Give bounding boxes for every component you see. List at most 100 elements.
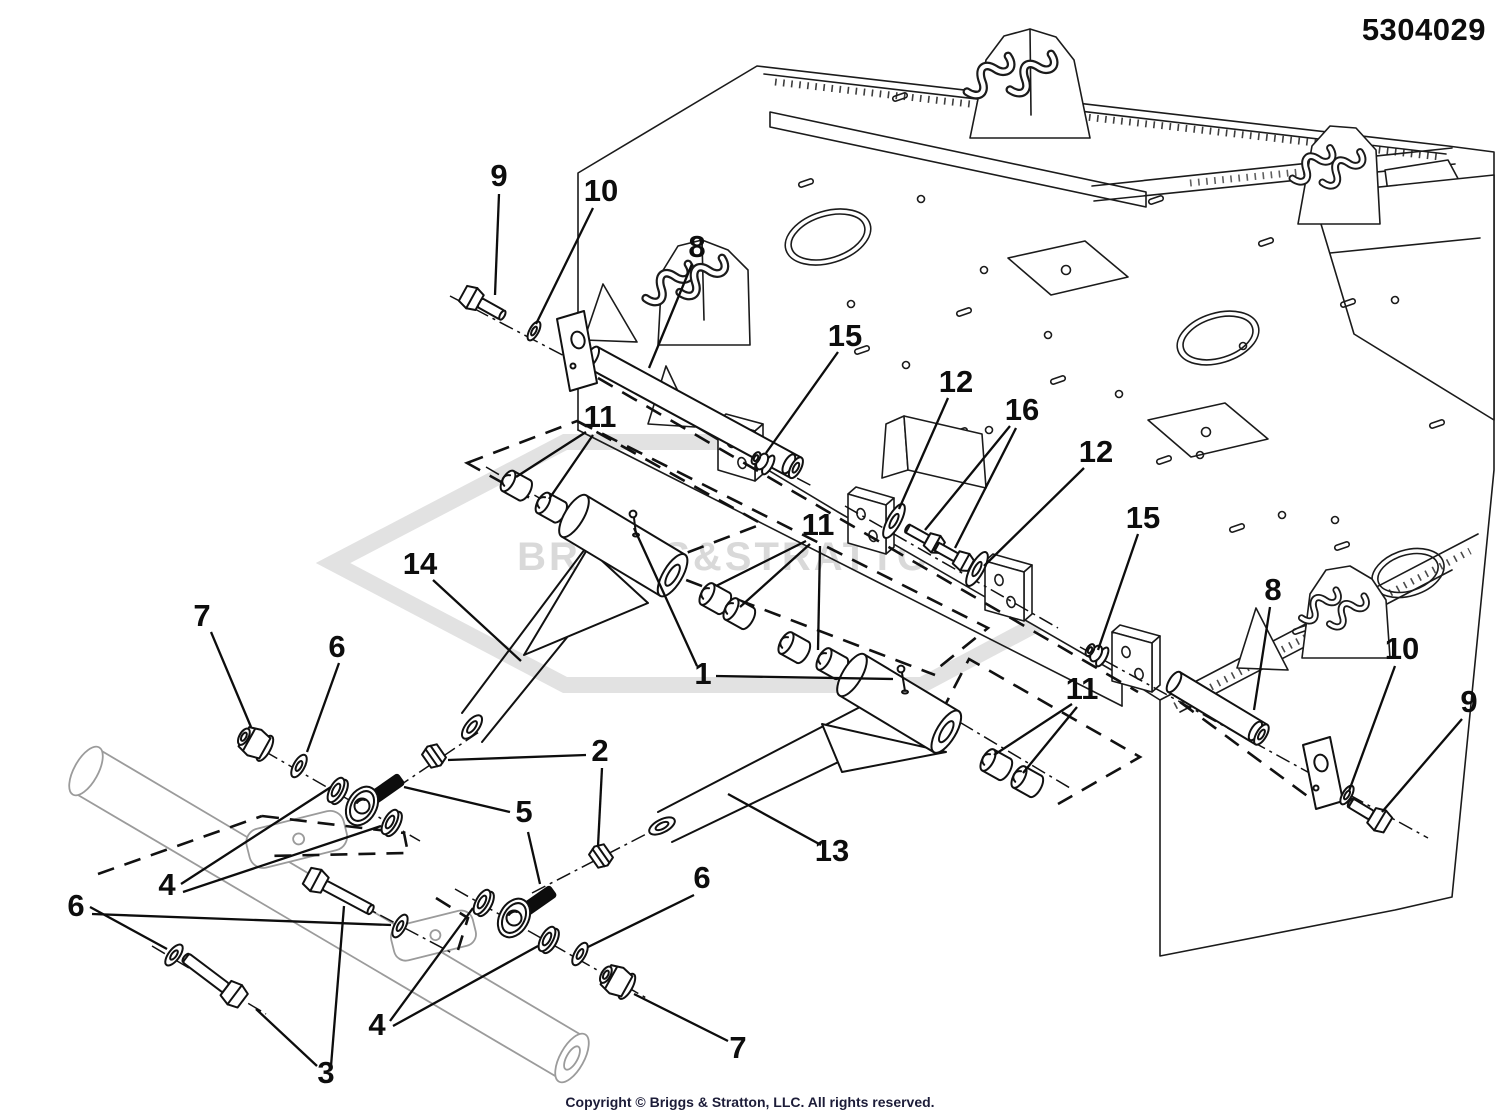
- washer-6: [571, 941, 589, 967]
- callout-label-13: 13: [815, 833, 849, 868]
- hanger-bracket: [1297, 565, 1391, 659]
- flange-locknut-15: [750, 451, 776, 476]
- callout-label-11: 11: [802, 507, 835, 542]
- rod-end-5: [496, 885, 557, 939]
- callout-leader: [432, 579, 522, 662]
- hanger-bracket: [1288, 125, 1381, 225]
- tube-bracket-tab: [389, 909, 477, 962]
- callout-leader: [727, 792, 822, 847]
- callout-label-12: 12: [939, 364, 973, 399]
- washer-6: [290, 753, 308, 779]
- callout-label-4: 4: [368, 1007, 386, 1042]
- flat-washer-10: [526, 320, 542, 342]
- callout-leader: [526, 831, 542, 885]
- formed-bracket: [881, 415, 987, 489]
- callout-label-7: 7: [729, 1030, 746, 1065]
- callout-label-8: 8: [1264, 572, 1281, 607]
- callout-leader: [953, 427, 1018, 549]
- callout-leader: [983, 467, 1085, 567]
- callout-label-6: 6: [693, 860, 710, 895]
- washer-4: [472, 888, 495, 918]
- callout-leader: [534, 207, 595, 325]
- callout-leader: [403, 785, 511, 814]
- callout-label-8: 8: [688, 229, 705, 264]
- spacer-bushings-11: [499, 469, 1045, 799]
- callout-label-4: 4: [158, 867, 176, 902]
- callout-leader: [647, 263, 694, 369]
- callout-label-7: 7: [193, 598, 210, 633]
- large-washer-12: [882, 503, 906, 539]
- washer-4: [326, 776, 349, 806]
- callout-leader: [587, 893, 695, 949]
- callout-label-11: 11: [584, 399, 617, 434]
- callout-leader: [182, 824, 382, 894]
- callout-leader: [739, 543, 811, 608]
- callout-label-5: 5: [515, 794, 532, 829]
- callout-leader: [632, 527, 699, 667]
- callout-leader: [515, 431, 587, 478]
- hex-bolt-9: [457, 284, 507, 321]
- grease-fitting-1: [896, 664, 909, 695]
- callout-label-9: 9: [1460, 684, 1477, 719]
- roller-arm-14: [460, 493, 689, 743]
- callout-leader: [1347, 665, 1397, 792]
- callout-leader: [305, 662, 341, 753]
- washer-4: [537, 925, 560, 955]
- washer-6: [164, 943, 184, 967]
- callout-leader: [633, 992, 729, 1043]
- hex-bolt-3: [181, 952, 249, 1009]
- callout-leader: [1096, 533, 1140, 651]
- callout-leader: [924, 425, 1011, 531]
- rod-end-linkage-A: [164, 726, 447, 1009]
- callout-leader: [715, 539, 807, 588]
- callout-leader: [1022, 706, 1078, 774]
- callout-leader: [897, 397, 950, 510]
- callout-leader: [548, 434, 594, 500]
- callout-leader: [91, 912, 392, 927]
- cover-plate: [1007, 240, 1269, 458]
- hex-bolt-9: [1346, 797, 1394, 834]
- gusset: [583, 283, 638, 343]
- shaft-8: [556, 310, 804, 480]
- callout-label-3: 3: [317, 1055, 334, 1090]
- jam-nut-2: [421, 743, 447, 769]
- callout-leader: [392, 944, 539, 1028]
- callout-label-1: 1: [694, 656, 711, 691]
- callout-leader: [715, 674, 894, 681]
- callout-leader: [816, 545, 822, 651]
- callout-label-6: 6: [328, 629, 345, 664]
- copyright: Copyright © Briggs & Stratton, LLC. All …: [565, 1094, 935, 1110]
- callout-leader: [596, 767, 604, 847]
- callout-leader: [493, 193, 501, 296]
- rod-end-5: [344, 773, 405, 827]
- rod-end-linkage-B: [301, 843, 637, 1000]
- locknut-7: [599, 964, 637, 1000]
- callout-leader: [329, 905, 346, 1067]
- callout-leader: [765, 351, 839, 454]
- gusset: [1236, 607, 1289, 671]
- large-washer-12: [965, 551, 989, 587]
- part-number: 5304029: [1361, 12, 1486, 47]
- callout-label-10: 10: [584, 173, 618, 208]
- pivot-bracket-plate: [984, 553, 1033, 622]
- hex-bolt-3: [301, 866, 375, 916]
- callout-label-10: 10: [1385, 631, 1419, 666]
- callout-leader: [1381, 718, 1463, 813]
- callout-leader: [389, 907, 474, 1022]
- callout-leader: [209, 631, 253, 728]
- hanger-bracket: [641, 239, 751, 346]
- callout-leader: [255, 1008, 318, 1067]
- callout-label-6: 6: [67, 888, 84, 923]
- locknut-7: [237, 726, 275, 762]
- callout-label-9: 9: [490, 158, 507, 193]
- hardware: [164, 284, 1394, 1009]
- callout-label-2: 2: [591, 733, 608, 768]
- callout-leader: [180, 786, 332, 885]
- callout-leader: [993, 703, 1073, 756]
- mower-deck: [577, 28, 1495, 957]
- callout-label-14: 14: [403, 546, 438, 581]
- washer-4: [380, 808, 403, 838]
- callout-label-15: 15: [828, 318, 862, 353]
